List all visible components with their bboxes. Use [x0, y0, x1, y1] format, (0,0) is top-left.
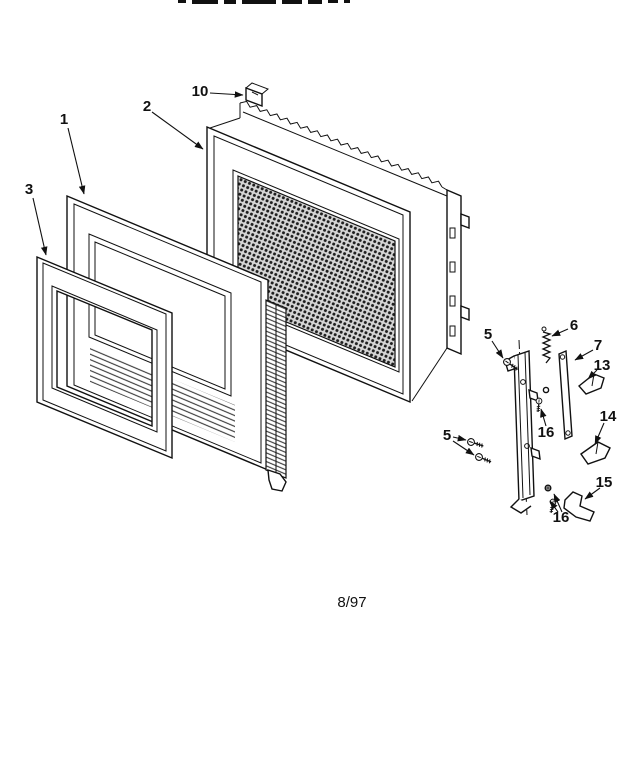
callout-2: 2	[143, 98, 151, 115]
callout-13: 13	[594, 357, 611, 374]
cropped-header-text	[178, 0, 350, 4]
latch-lever-part7	[558, 349, 573, 441]
mesh-window	[237, 175, 396, 368]
screw-part5	[466, 437, 486, 450]
frame-tab	[460, 212, 470, 230]
date-code: 8/97	[337, 594, 366, 611]
choke-bracket-part10	[245, 82, 269, 108]
callout-16a: 16	[538, 424, 555, 441]
callout-5b: 5	[443, 427, 451, 444]
callout-6: 6	[570, 317, 578, 334]
latch-bracket-plate	[504, 339, 541, 516]
leader-lines	[32, 91, 605, 513]
latch-hook-part13	[577, 373, 605, 395]
callout-10: 10	[192, 83, 209, 100]
callout-3: 3	[25, 181, 33, 198]
callout-14: 14	[600, 408, 617, 425]
spring-part6	[541, 326, 552, 364]
callout-15: 15	[596, 474, 613, 491]
callout-7: 7	[594, 337, 602, 354]
callout-5a: 5	[484, 326, 492, 343]
callout-16b: 16	[553, 509, 570, 526]
latch-hardware	[466, 326, 611, 522]
outer-door-frame-part3	[36, 255, 173, 460]
callout-labels: 1 2 3 10 5 5 6 7 13 14 15 16 16	[25, 83, 617, 526]
latch-hook-part15	[563, 491, 595, 522]
door-side-edge	[265, 299, 287, 492]
serrated-choke-edge	[239, 100, 443, 188]
fasteners-part16	[534, 386, 557, 514]
frame-tab	[460, 304, 470, 322]
screw-part5	[473, 451, 494, 466]
door-latch-hook	[267, 468, 287, 492]
inner-door-frame	[209, 82, 470, 402]
callout-1: 1	[60, 111, 68, 128]
latch-hook-part14	[580, 441, 611, 465]
